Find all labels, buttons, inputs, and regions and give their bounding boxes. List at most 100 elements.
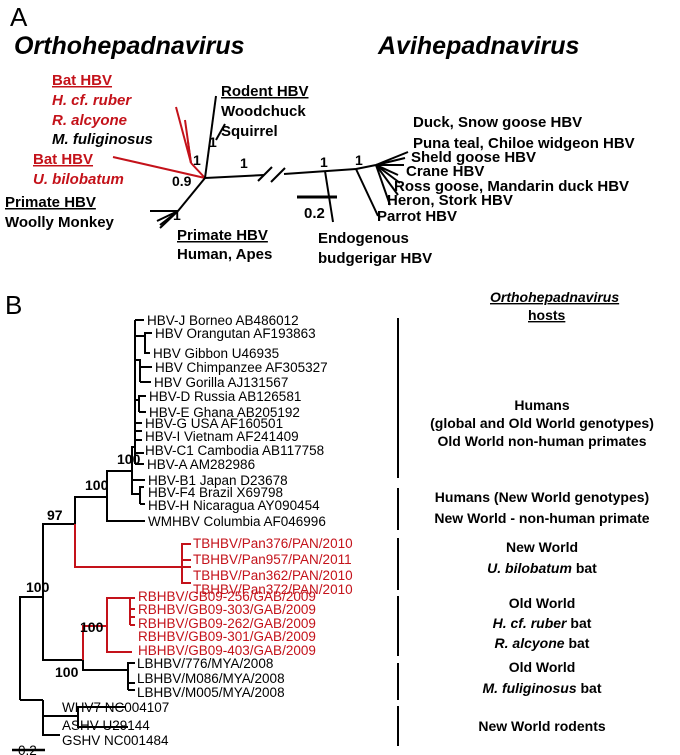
leaf-label: WHV7 NC004107 (62, 700, 169, 715)
leaf-label: GSHV NC001484 (62, 733, 169, 748)
support-value: 1 (355, 152, 363, 168)
primate-human-apes: Human, Apes (177, 246, 272, 263)
bat-branch-ubil (112, 156, 206, 179)
host-label: U. bilobatum bat (487, 560, 597, 576)
hosts-title-1: Orthohepadnavirus (490, 289, 619, 305)
bat-labels-a: Bat HBV H. cf. ruber R. alcyone M. fulig… (33, 72, 153, 188)
leaf-label: HBV-G USA AF160501 (145, 416, 283, 431)
rodent-woodchuck: Woodchuck (221, 103, 306, 120)
leaf-label: LBHBV/M086/MYA/2008 (137, 671, 285, 686)
other-labels-a: Rodent HBV Woodchuck Squirrel Primate HB… (5, 83, 432, 267)
leaf-label: HBV-C1 Cambodia AB117758 (145, 443, 324, 458)
host-label: New World (506, 539, 578, 555)
host-label: Old World non-human primates (438, 433, 647, 449)
leaf-labels-b: HBV-J Borneo AB486012 HBV Orangutan AF19… (62, 313, 353, 748)
leaf-label: HBV-A AM282986 (147, 457, 255, 472)
leaf-label: HBV-B1 Japan D23678 (148, 473, 288, 488)
leaf-label: ASHV U29144 (62, 718, 150, 733)
support-value: 100 (85, 477, 109, 493)
support-value: 1 (173, 207, 181, 223)
support-value: 1 (240, 155, 248, 171)
leaf-label-red: TBHBV/Pan376/PAN/2010 (193, 536, 353, 551)
genus-orthohepadnavirus: Orthohepadnavirus (14, 32, 245, 60)
bat-hbv-title-1: Bat HBV (52, 72, 112, 89)
bat-hcf-label: H. cf. ruber (52, 92, 132, 109)
primate-hbv-title-1: Primate HBV (5, 194, 96, 211)
endogenous-label-1: Endogenous (318, 230, 409, 247)
host-labels: Humans (global and Old World genotypes) … (430, 397, 654, 734)
bat-hbv-title-2: Bat HBV (33, 151, 93, 168)
leaf-label: HBV-F4 Brazil X69798 (148, 485, 283, 500)
bat-branches (112, 106, 206, 179)
support-value: 100 (117, 451, 141, 467)
support-value: 97 (47, 507, 63, 523)
leaf-label: HBV-I Vietnam AF241409 (145, 429, 299, 444)
host-label: (global and Old World genotypes) (430, 415, 654, 431)
tree-b-black (12, 319, 152, 752)
primate-hbv-title-2: Primate HBV (177, 227, 268, 244)
support-value: 100 (80, 619, 104, 635)
host-label: Old World (509, 659, 576, 675)
avian-label: Ross goose, Mandarin duck HBV (394, 178, 629, 195)
leaf-label: HBV Chimpanzee AF305327 (155, 360, 328, 375)
host-label: Old World (509, 595, 576, 611)
leaf-label: LBHBV/M005/MYA/2008 (137, 685, 285, 700)
scale-label-a: 0.2 (304, 205, 325, 222)
leaf-label-red: TBHBV/Pan957/PAN/2011 (193, 552, 352, 567)
bat-branch-main (190, 162, 206, 179)
leaf-label-red: RBHBV/GB09-262/GAB/2009 (138, 616, 316, 631)
hosts-title-2: hosts (528, 307, 566, 323)
host-label: New World - non-human primate (434, 510, 649, 526)
leaf-label: WMHBV Columbia AF046996 (148, 514, 326, 529)
host-label: Humans (514, 397, 569, 413)
leaf-label: HBV Orangutan AF193863 (155, 326, 316, 341)
scale-label-b: 0.2 (18, 743, 37, 755)
leaf-label-red: RBHBV/GB09-303/GAB/2009 (138, 602, 316, 617)
genus-avihepadnavirus: Avihepadnavirus (377, 32, 580, 60)
bat-ubil-label: U. bilobatum (33, 171, 124, 188)
support-value: 1 (193, 152, 201, 168)
rodent-squirrel: Squirrel (221, 123, 278, 140)
leaf-label: LBHBV/776/MYA/2008 (137, 656, 273, 671)
host-label: M. fuliginosus bat (483, 680, 602, 696)
leaf-label: HBV-H Nicaragua AY090454 (148, 498, 320, 513)
avian-label: Heron, Stork HBV (387, 192, 513, 209)
leaf-label: HBV Gorilla AJ131567 (154, 375, 288, 390)
bat-ralcyone-label: R. alcyone (52, 112, 127, 129)
host-label: H. cf. ruber bat (493, 615, 592, 631)
leaf-label-red: TBHBV/Pan362/PAN/2010 (193, 568, 353, 583)
avian-labels: Duck, Snow goose HBV Puna teal, Chiloe w… (377, 114, 635, 225)
leaf-label-red: TBHBV/Pan372/PAN/2010 (193, 582, 353, 597)
leaf-label: HBV-E Ghana AB205192 (149, 405, 300, 420)
panel-a-label: A (10, 2, 28, 32)
host-label: Humans (New World genotypes) (435, 489, 649, 505)
host-label: R. alcyone bat (495, 635, 590, 651)
leaf-label: HBV-D Russia AB126581 (149, 389, 301, 404)
bat-mful-label: M. fuliginosus (52, 131, 153, 148)
avian-label: Sheld goose HBV (411, 149, 536, 166)
leaf-label-red: HBHBV/GB09-403/GAB/2009 (138, 643, 316, 658)
leaf-label-red: RBHBV/GB09-301/GAB/2009 (138, 629, 316, 644)
host-label: New World rodents (478, 718, 606, 734)
supports-b: 100 100 97 100 100 100 0.2 (18, 451, 141, 755)
support-value: 100 (55, 664, 79, 680)
tree-a-black (150, 95, 409, 229)
supports-a: 0.9 1 1 1 1 1 1 0.2 (172, 134, 363, 223)
bat-branch-hcf (175, 106, 192, 164)
avian-label: Puna teal, Chiloe widgeon HBV (413, 135, 635, 152)
bat-branch-mful (187, 141, 192, 164)
primate-woolly-monkey: Woolly Monkey (5, 214, 115, 231)
support-value: 1 (320, 154, 328, 170)
panel-b-label: B (5, 290, 22, 320)
leaf-label: HBV Gibbon U46935 (153, 346, 279, 361)
support-value: 1 (209, 134, 217, 150)
endogenous-label-2: budgerigar HBV (318, 250, 432, 267)
support-value: 100 (26, 579, 50, 595)
avian-label: Parrot HBV (377, 208, 457, 225)
rodent-hbv-title: Rodent HBV (221, 83, 309, 100)
tree-b-red (74, 524, 191, 660)
support-value: 0.9 (172, 173, 192, 189)
leaf-label: HBV-J Borneo AB486012 (147, 313, 299, 328)
leaf-label-red: RBHBV/GB09-256/GAB/2009 (138, 589, 316, 604)
